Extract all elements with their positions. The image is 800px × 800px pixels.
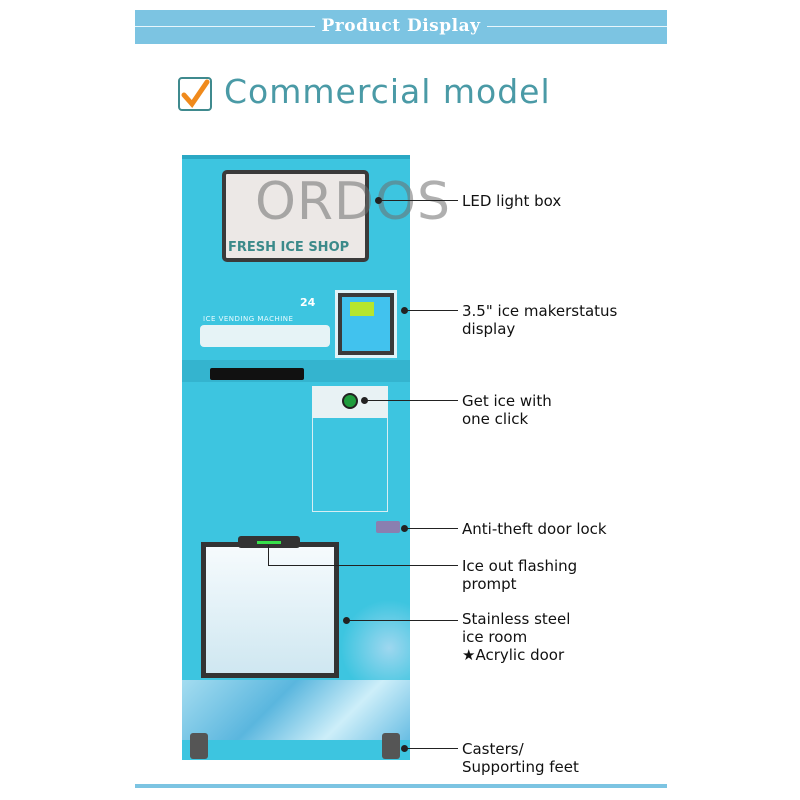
- lightbox-text: FRESH ICE SHOP: [228, 240, 350, 255]
- checkbox-checked-icon: [178, 77, 212, 111]
- bottom-stripe: [135, 784, 667, 788]
- door-lock: [376, 521, 400, 533]
- caster-left: [190, 733, 208, 759]
- 24h-badge: 24: [300, 296, 316, 309]
- caster-right: [382, 733, 400, 759]
- ice-room-door: [201, 542, 339, 678]
- banner-title: Product Display: [321, 16, 481, 36]
- label-ice-room: Stainless steel ice room ★Acrylic door: [462, 610, 571, 664]
- ice-splash-decoration: [340, 600, 410, 680]
- panel-text: ICE VENDING MACHINE: [203, 315, 294, 323]
- label-status-display: 3.5" ice makerstatus display: [462, 302, 618, 338]
- led-light-box: [222, 170, 369, 262]
- flashing-prompt-light: [257, 541, 281, 544]
- page-title: Commercial model: [224, 72, 551, 111]
- label-casters: Casters/ Supporting feet: [462, 740, 579, 776]
- status-screen: [350, 302, 374, 316]
- label-get-ice: Get ice with one click: [462, 392, 552, 428]
- payment-icons: [200, 325, 330, 347]
- label-ice-out-prompt: Ice out flashing prompt: [462, 557, 578, 593]
- get-ice-button[interactable]: [342, 393, 358, 409]
- label-door-lock: Anti-theft door lock: [462, 520, 607, 538]
- product-display-banner: Product Display: [135, 10, 667, 44]
- label-led-light-box: LED light box: [462, 192, 562, 210]
- coin-slot: [210, 368, 304, 380]
- ice-splash-decoration: [182, 680, 410, 740]
- watermark: ORDOS: [255, 172, 452, 232]
